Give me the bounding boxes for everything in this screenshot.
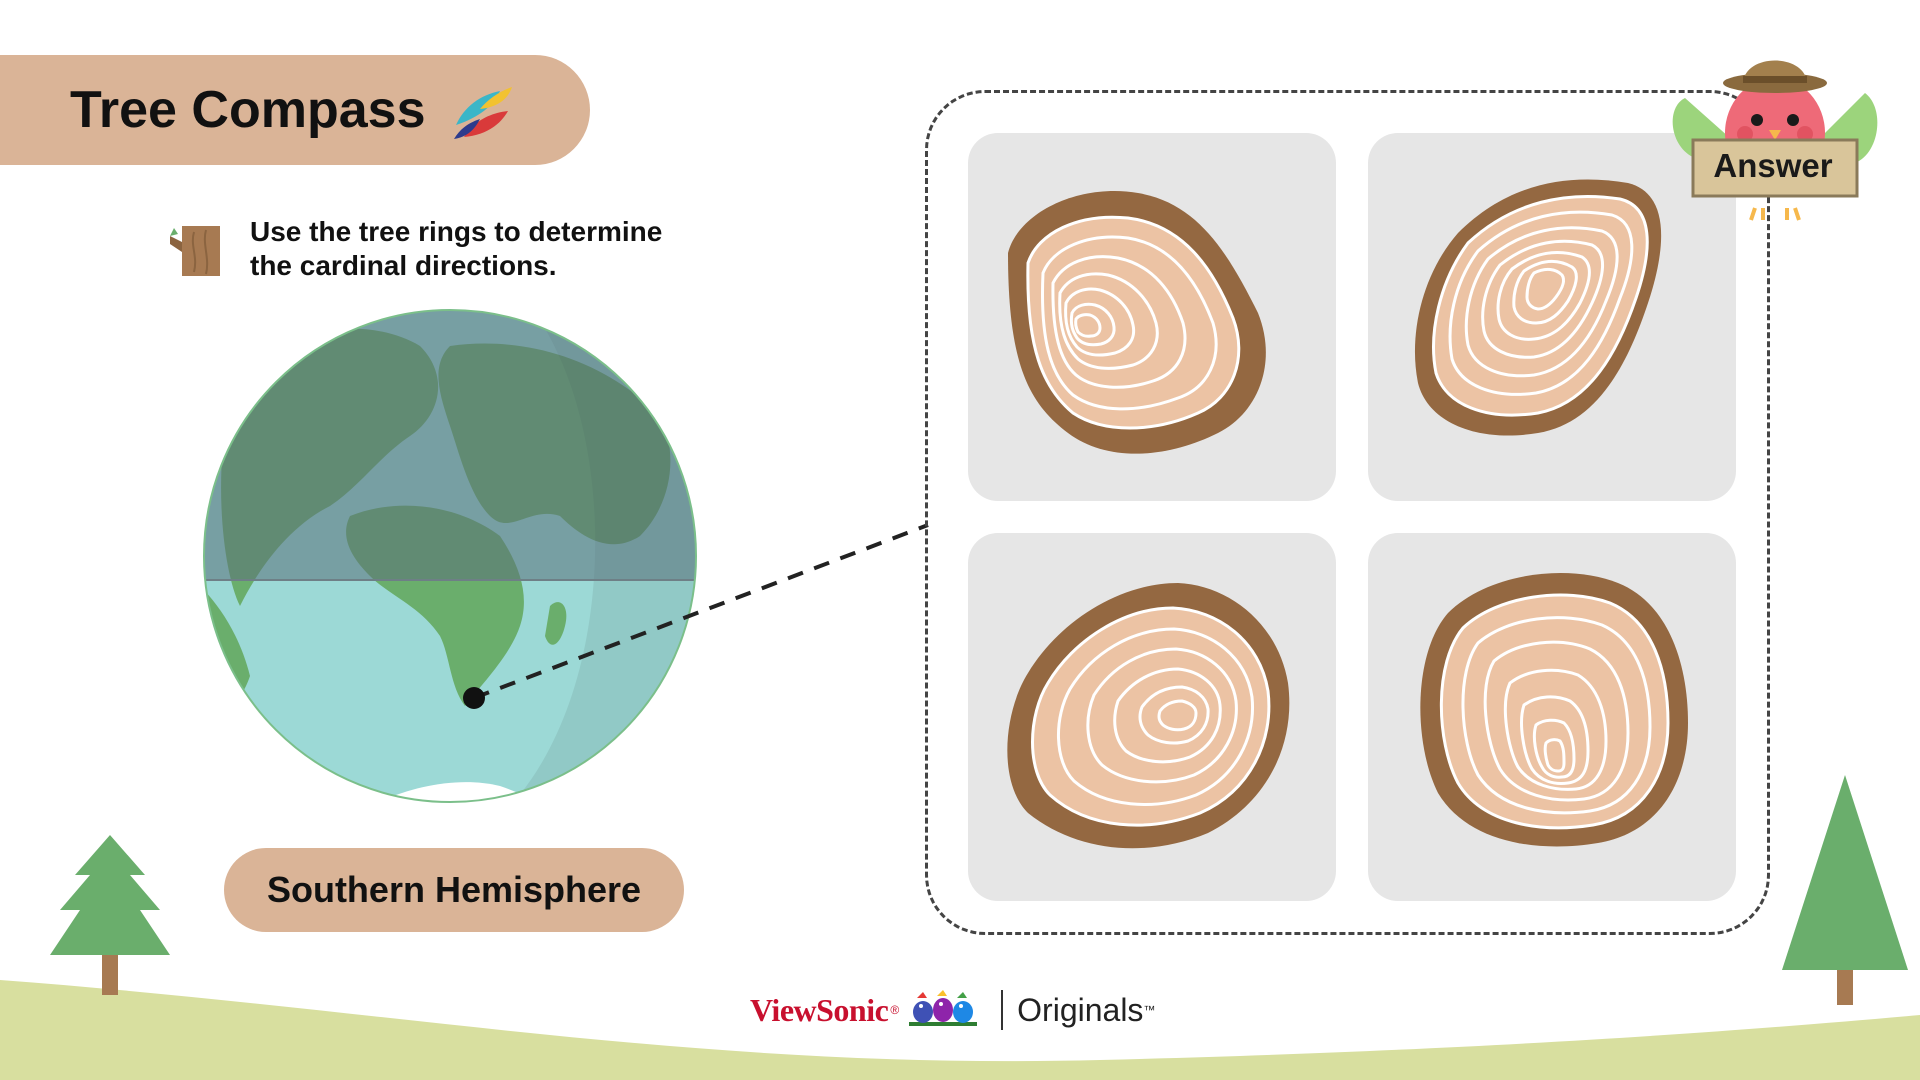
tree-rings-panel bbox=[925, 90, 1770, 935]
grass-ground bbox=[0, 980, 1920, 1080]
tree-ring-2-illustration bbox=[1414, 179, 1662, 436]
tree-ring-4-illustration bbox=[1420, 573, 1688, 847]
answer-button[interactable]: Answer bbox=[1713, 147, 1833, 184]
tree-ring-3-illustration bbox=[1007, 583, 1290, 849]
ring-option-3[interactable] bbox=[968, 533, 1336, 901]
globe-illustration bbox=[203, 309, 697, 803]
page-title: Tree Compass bbox=[70, 81, 426, 139]
hemisphere-label: Southern Hemisphere bbox=[224, 848, 684, 932]
ring-option-1[interactable] bbox=[968, 133, 1336, 501]
leaf-logo-icon bbox=[454, 87, 512, 139]
instruction-line-2: the cardinal directions. bbox=[250, 250, 557, 281]
instruction-text: Use the tree rings to determine the card… bbox=[250, 215, 750, 283]
pine-tree-right bbox=[1782, 775, 1908, 1005]
tree-ring-1-illustration bbox=[1008, 191, 1266, 454]
brand-name: ViewSonic bbox=[750, 991, 889, 1028]
product-name: Originals bbox=[1017, 991, 1144, 1028]
tree-stump-icon bbox=[170, 226, 220, 276]
instruction-line-1: Use the tree rings to determine bbox=[250, 216, 663, 247]
brand-registered-mark: ® bbox=[890, 1003, 900, 1017]
pine-tree-left bbox=[50, 835, 170, 995]
trademark-mark: ™ bbox=[1143, 1003, 1156, 1017]
footer-logo: ViewSonic ® Originals ™ bbox=[750, 985, 1155, 1035]
birds-logo-icon bbox=[909, 990, 978, 1026]
bird-mascot-icon[interactable] bbox=[1665, 38, 1885, 228]
footer-divider bbox=[1001, 990, 1004, 1030]
ring-option-2[interactable] bbox=[1368, 133, 1736, 501]
ring-option-4[interactable] bbox=[1368, 533, 1736, 901]
title-banner: Tree Compass bbox=[0, 55, 590, 165]
